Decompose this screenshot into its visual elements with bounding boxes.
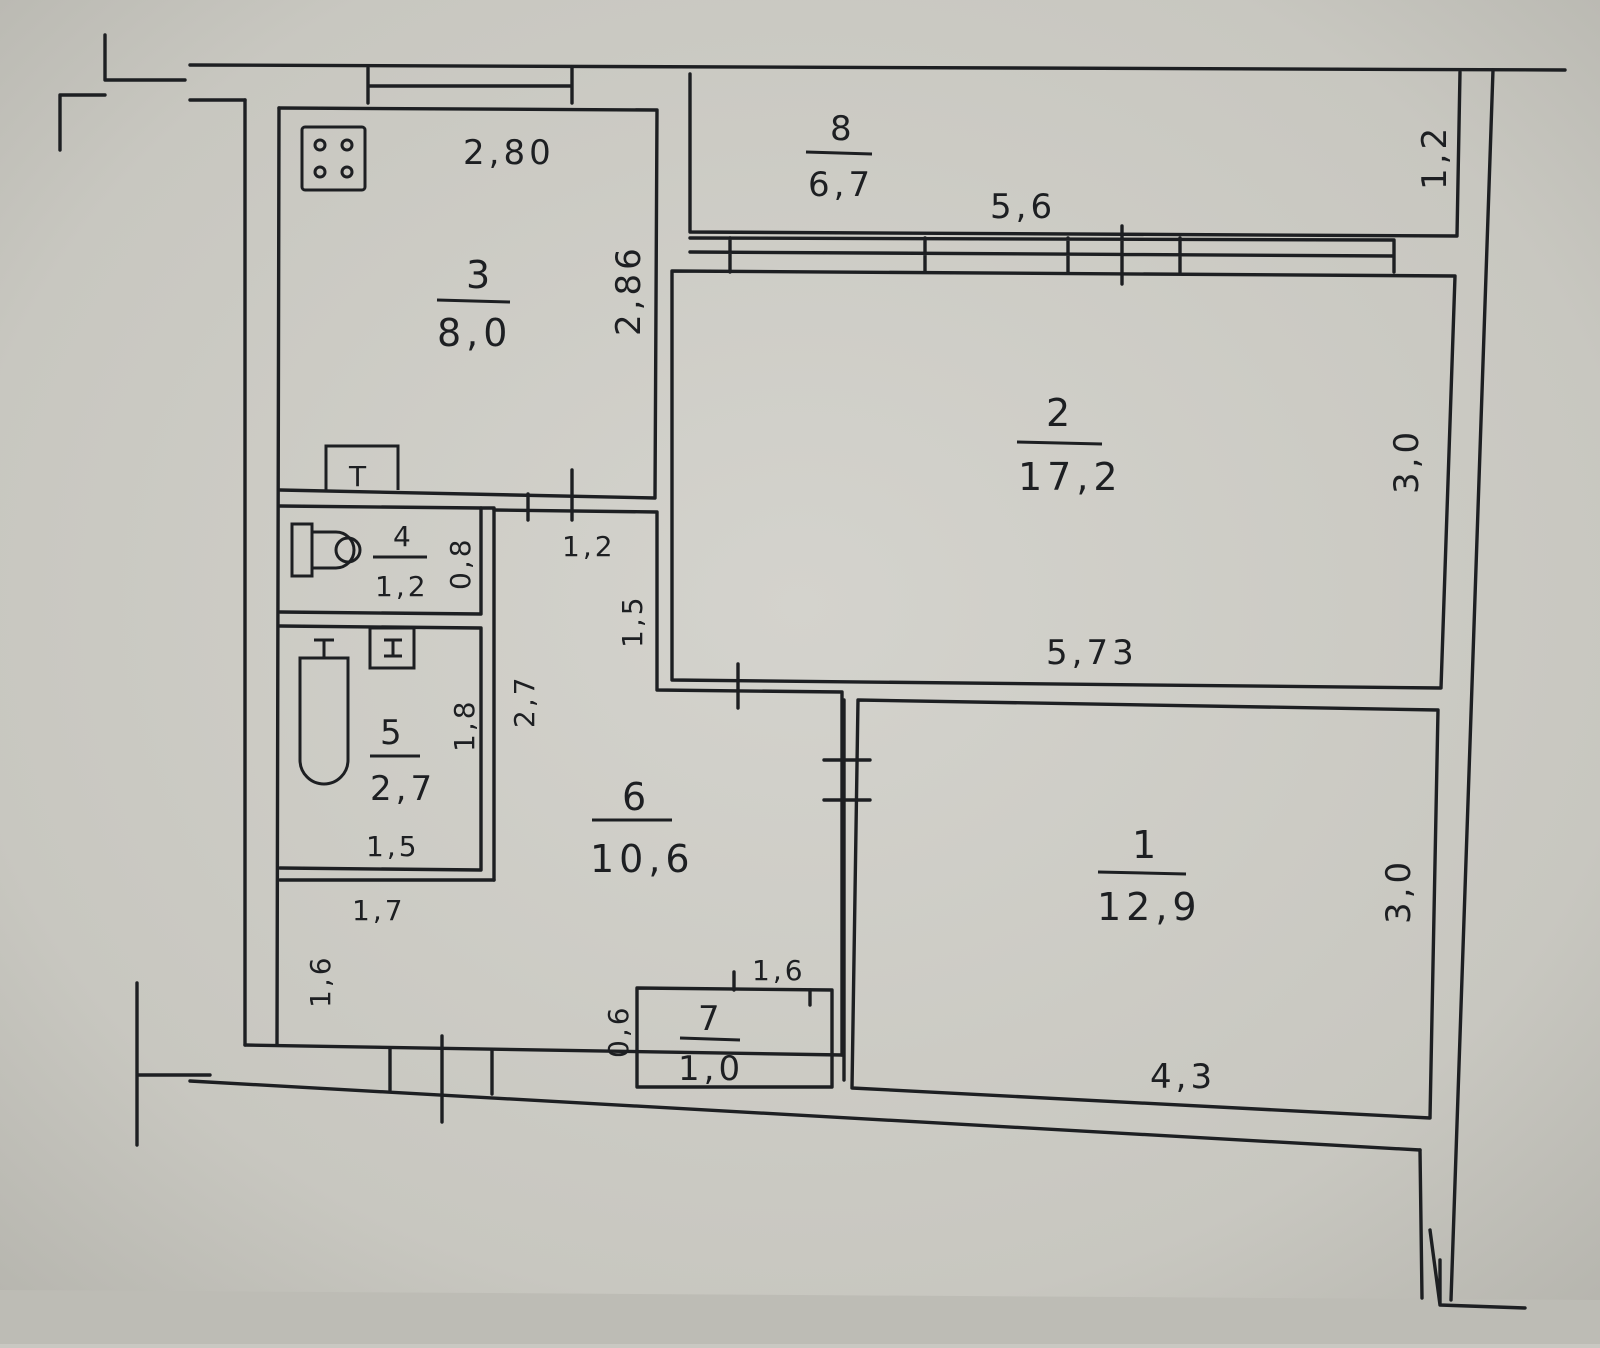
dim-closet-depth: 0,6	[602, 1004, 635, 1058]
room-number-6: 6	[622, 775, 651, 819]
outer-wall-top	[188, 63, 1567, 72]
stove-icon	[300, 125, 367, 192]
dim-hall-lower-width: 1,7	[352, 894, 406, 927]
closet-tick	[732, 970, 812, 1007]
room-area-8: 6,7	[808, 165, 874, 205]
balcony-window-sill	[366, 66, 574, 105]
wc-outline	[278, 504, 483, 616]
room-area-7: 1,0	[678, 1049, 744, 1089]
outer-wall-left-inner	[275, 106, 281, 1047]
room-area-5: 2,7	[370, 769, 436, 809]
bedroom-door-ticks	[822, 698, 872, 1082]
room-label-2-divider	[1016, 440, 1103, 446]
room-area-4: 1,2	[375, 570, 429, 603]
room-number-2: 2	[1046, 391, 1075, 435]
room-number-3: 3	[466, 253, 495, 297]
bathtub-icon	[298, 638, 350, 786]
section-marker-top-left	[58, 33, 187, 152]
heater-icon	[324, 444, 400, 490]
hall-top-wall	[492, 508, 844, 1057]
room-number-5: 5	[380, 713, 406, 753]
closet-outline	[635, 986, 834, 1089]
dim-hall-top-width: 1,2	[562, 530, 616, 563]
sink-icon	[368, 626, 416, 670]
dim-kitchen-width: 2,80	[463, 133, 555, 173]
room-label-1-divider	[1097, 870, 1187, 876]
dim-hall-upper-depth: 1,5	[616, 594, 649, 648]
dim-living-length: 5,73	[1046, 633, 1138, 673]
kitchen-outline	[277, 106, 659, 500]
bottom-window-ticks	[388, 1034, 494, 1124]
room-number-1: 1	[1132, 823, 1161, 867]
room-area-3: 8,0	[437, 311, 512, 355]
room-number-4: 4	[393, 520, 414, 553]
dim-bath-depth: 1,8	[448, 698, 481, 752]
living-room-outline	[670, 269, 1457, 690]
room-number-7: 7	[698, 999, 724, 1039]
balcony-outline	[688, 70, 1462, 238]
dim-hall-lower-depth: 1,6	[304, 954, 337, 1008]
dim-balcony-width: 1,2	[1415, 124, 1455, 190]
room-area-1: 12,9	[1097, 885, 1202, 929]
wc-service-wall	[479, 506, 496, 882]
dim-closet-width: 1,6	[752, 954, 806, 987]
room-label-7-divider	[679, 1036, 741, 1042]
outer-wall-bottom-outer	[188, 1079, 1422, 1152]
room-number-8: 8	[830, 109, 856, 149]
room-area-2: 17,2	[1018, 455, 1123, 499]
outer-wall-right	[1449, 68, 1495, 1302]
dim-balcony-length: 5,6	[990, 187, 1056, 227]
room-area-6: 10,6	[590, 837, 695, 881]
room-label-8-divider	[805, 150, 873, 156]
dim-living-width: 3,0	[1387, 428, 1427, 494]
toilet-icon	[290, 522, 362, 578]
dim-wc-depth: 0,8	[444, 536, 477, 590]
dim-kitchen-length: 2,86	[609, 244, 649, 336]
heater-label: T	[348, 460, 369, 493]
bedroom-outline	[850, 698, 1440, 1120]
dim-bedroom-width: 3,0	[1379, 858, 1419, 924]
living-window-band	[688, 224, 1396, 286]
section-marker-bottom-left	[135, 981, 212, 1147]
section-marker-bottom-right	[1428, 1228, 1527, 1310]
paper-fold-shadow	[0, 1290, 1600, 1344]
walls	[58, 33, 1567, 1310]
right-return-wall	[1418, 1148, 1424, 1300]
dim-bath-width: 1,5	[366, 830, 420, 863]
dim-bedroom-length: 4,3	[1150, 1057, 1216, 1097]
dim-hall-side-length: 2,7	[508, 674, 541, 728]
room-label-3-divider	[436, 298, 511, 304]
hall-door-ticks	[526, 468, 740, 710]
outer-wall-bottom-inner	[243, 1043, 844, 1057]
room-labels	[370, 150, 1187, 1042]
